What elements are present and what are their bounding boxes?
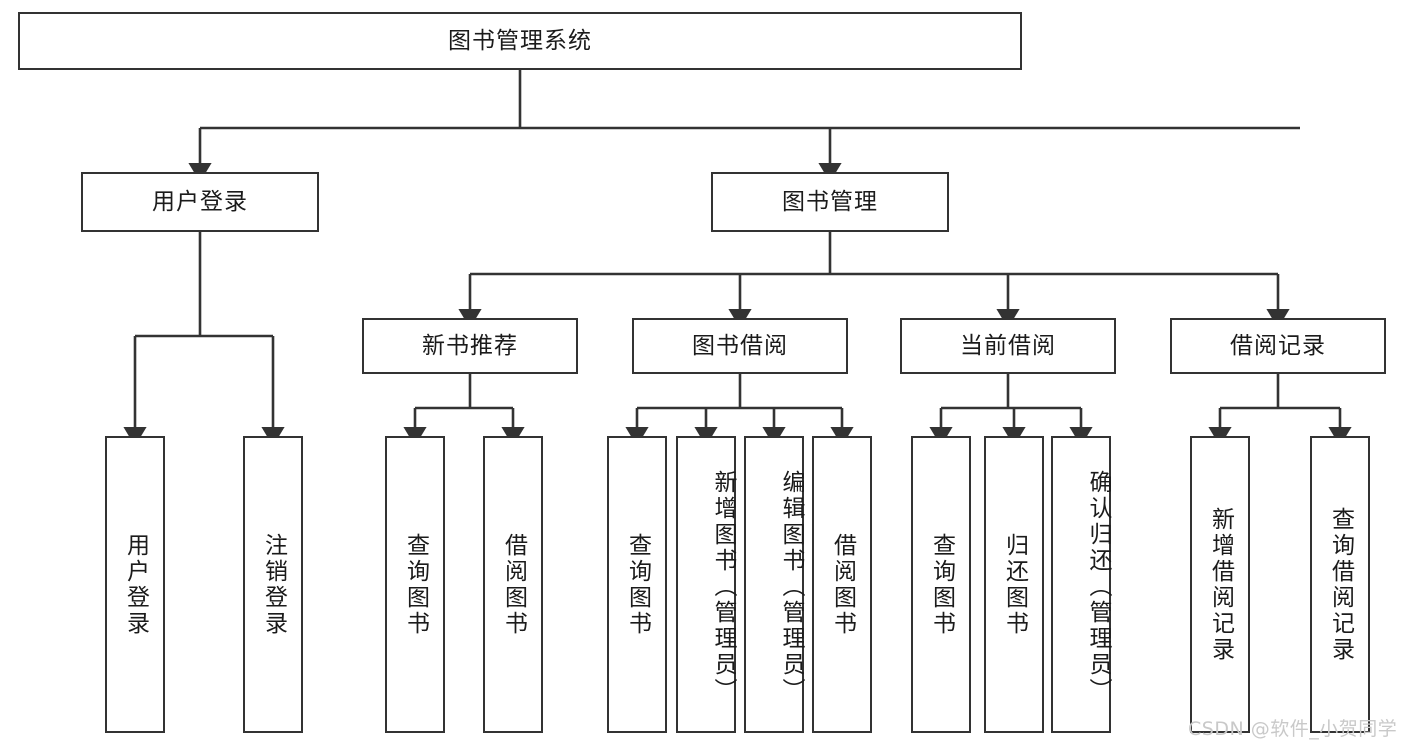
leaf-node[interactable]: 编辑图书（管理员） [744, 436, 804, 733]
leaf-node[interactable]: 注销登录 [243, 436, 303, 733]
leaf-node[interactable]: 查询图书 [607, 436, 667, 733]
node-book-management-label: 图书管理 [782, 188, 878, 215]
leaf-node[interactable]: 查询图书 [911, 436, 971, 733]
leaf-node-label: 新增图书（管理员） [710, 469, 736, 704]
leaf-node-label: 查询图书 [402, 532, 429, 637]
node-root[interactable]: 图书管理系统 [18, 12, 1022, 70]
node-user-login[interactable]: 用户登录 [81, 172, 319, 232]
leaf-node[interactable]: 借阅图书 [812, 436, 872, 733]
leaf-node[interactable]: 用户登录 [105, 436, 165, 733]
node-user-login-label: 用户登录 [152, 188, 248, 215]
leaf-node[interactable]: 查询图书 [385, 436, 445, 733]
leaf-node-label: 编辑图书（管理员） [778, 469, 804, 704]
node-new-book-recommend[interactable]: 新书推荐 [362, 318, 578, 374]
leaf-node-label: 借阅图书 [829, 532, 856, 637]
leaf-node[interactable]: 确认归还（管理员） [1051, 436, 1111, 733]
leaf-node[interactable]: 新增图书（管理员） [676, 436, 736, 733]
leaf-node-label: 查询借阅记录 [1327, 506, 1354, 663]
leaf-node-label: 查询图书 [928, 532, 955, 637]
node-root-label: 图书管理系统 [448, 27, 592, 54]
leaf-node-label: 新增借阅记录 [1207, 506, 1234, 663]
node-borrow-record[interactable]: 借阅记录 [1170, 318, 1386, 374]
node-borrow-record-label: 借阅记录 [1230, 332, 1326, 359]
node-book-borrow-label: 图书借阅 [692, 332, 788, 359]
leaf-node[interactable]: 归还图书 [984, 436, 1044, 733]
leaf-node-label: 确认归还（管理员） [1085, 469, 1111, 704]
watermark: CSDN @软件_小贺同学 [1188, 718, 1398, 740]
node-book-management[interactable]: 图书管理 [711, 172, 949, 232]
node-book-borrow[interactable]: 图书借阅 [632, 318, 848, 374]
leaf-node[interactable]: 查询借阅记录 [1310, 436, 1370, 733]
node-new-book-recommend-label: 新书推荐 [422, 332, 518, 359]
leaf-node-label: 用户登录 [122, 532, 149, 637]
leaf-node-label: 借阅图书 [500, 532, 527, 637]
leaf-node-label: 注销登录 [260, 532, 287, 637]
leaf-node[interactable]: 新增借阅记录 [1190, 436, 1250, 733]
leaf-node-label: 归还图书 [1001, 532, 1028, 637]
leaf-node[interactable]: 借阅图书 [483, 436, 543, 733]
leaf-node-label: 查询图书 [624, 532, 651, 637]
node-current-borrow-label: 当前借阅 [960, 332, 1056, 359]
node-current-borrow[interactable]: 当前借阅 [900, 318, 1116, 374]
